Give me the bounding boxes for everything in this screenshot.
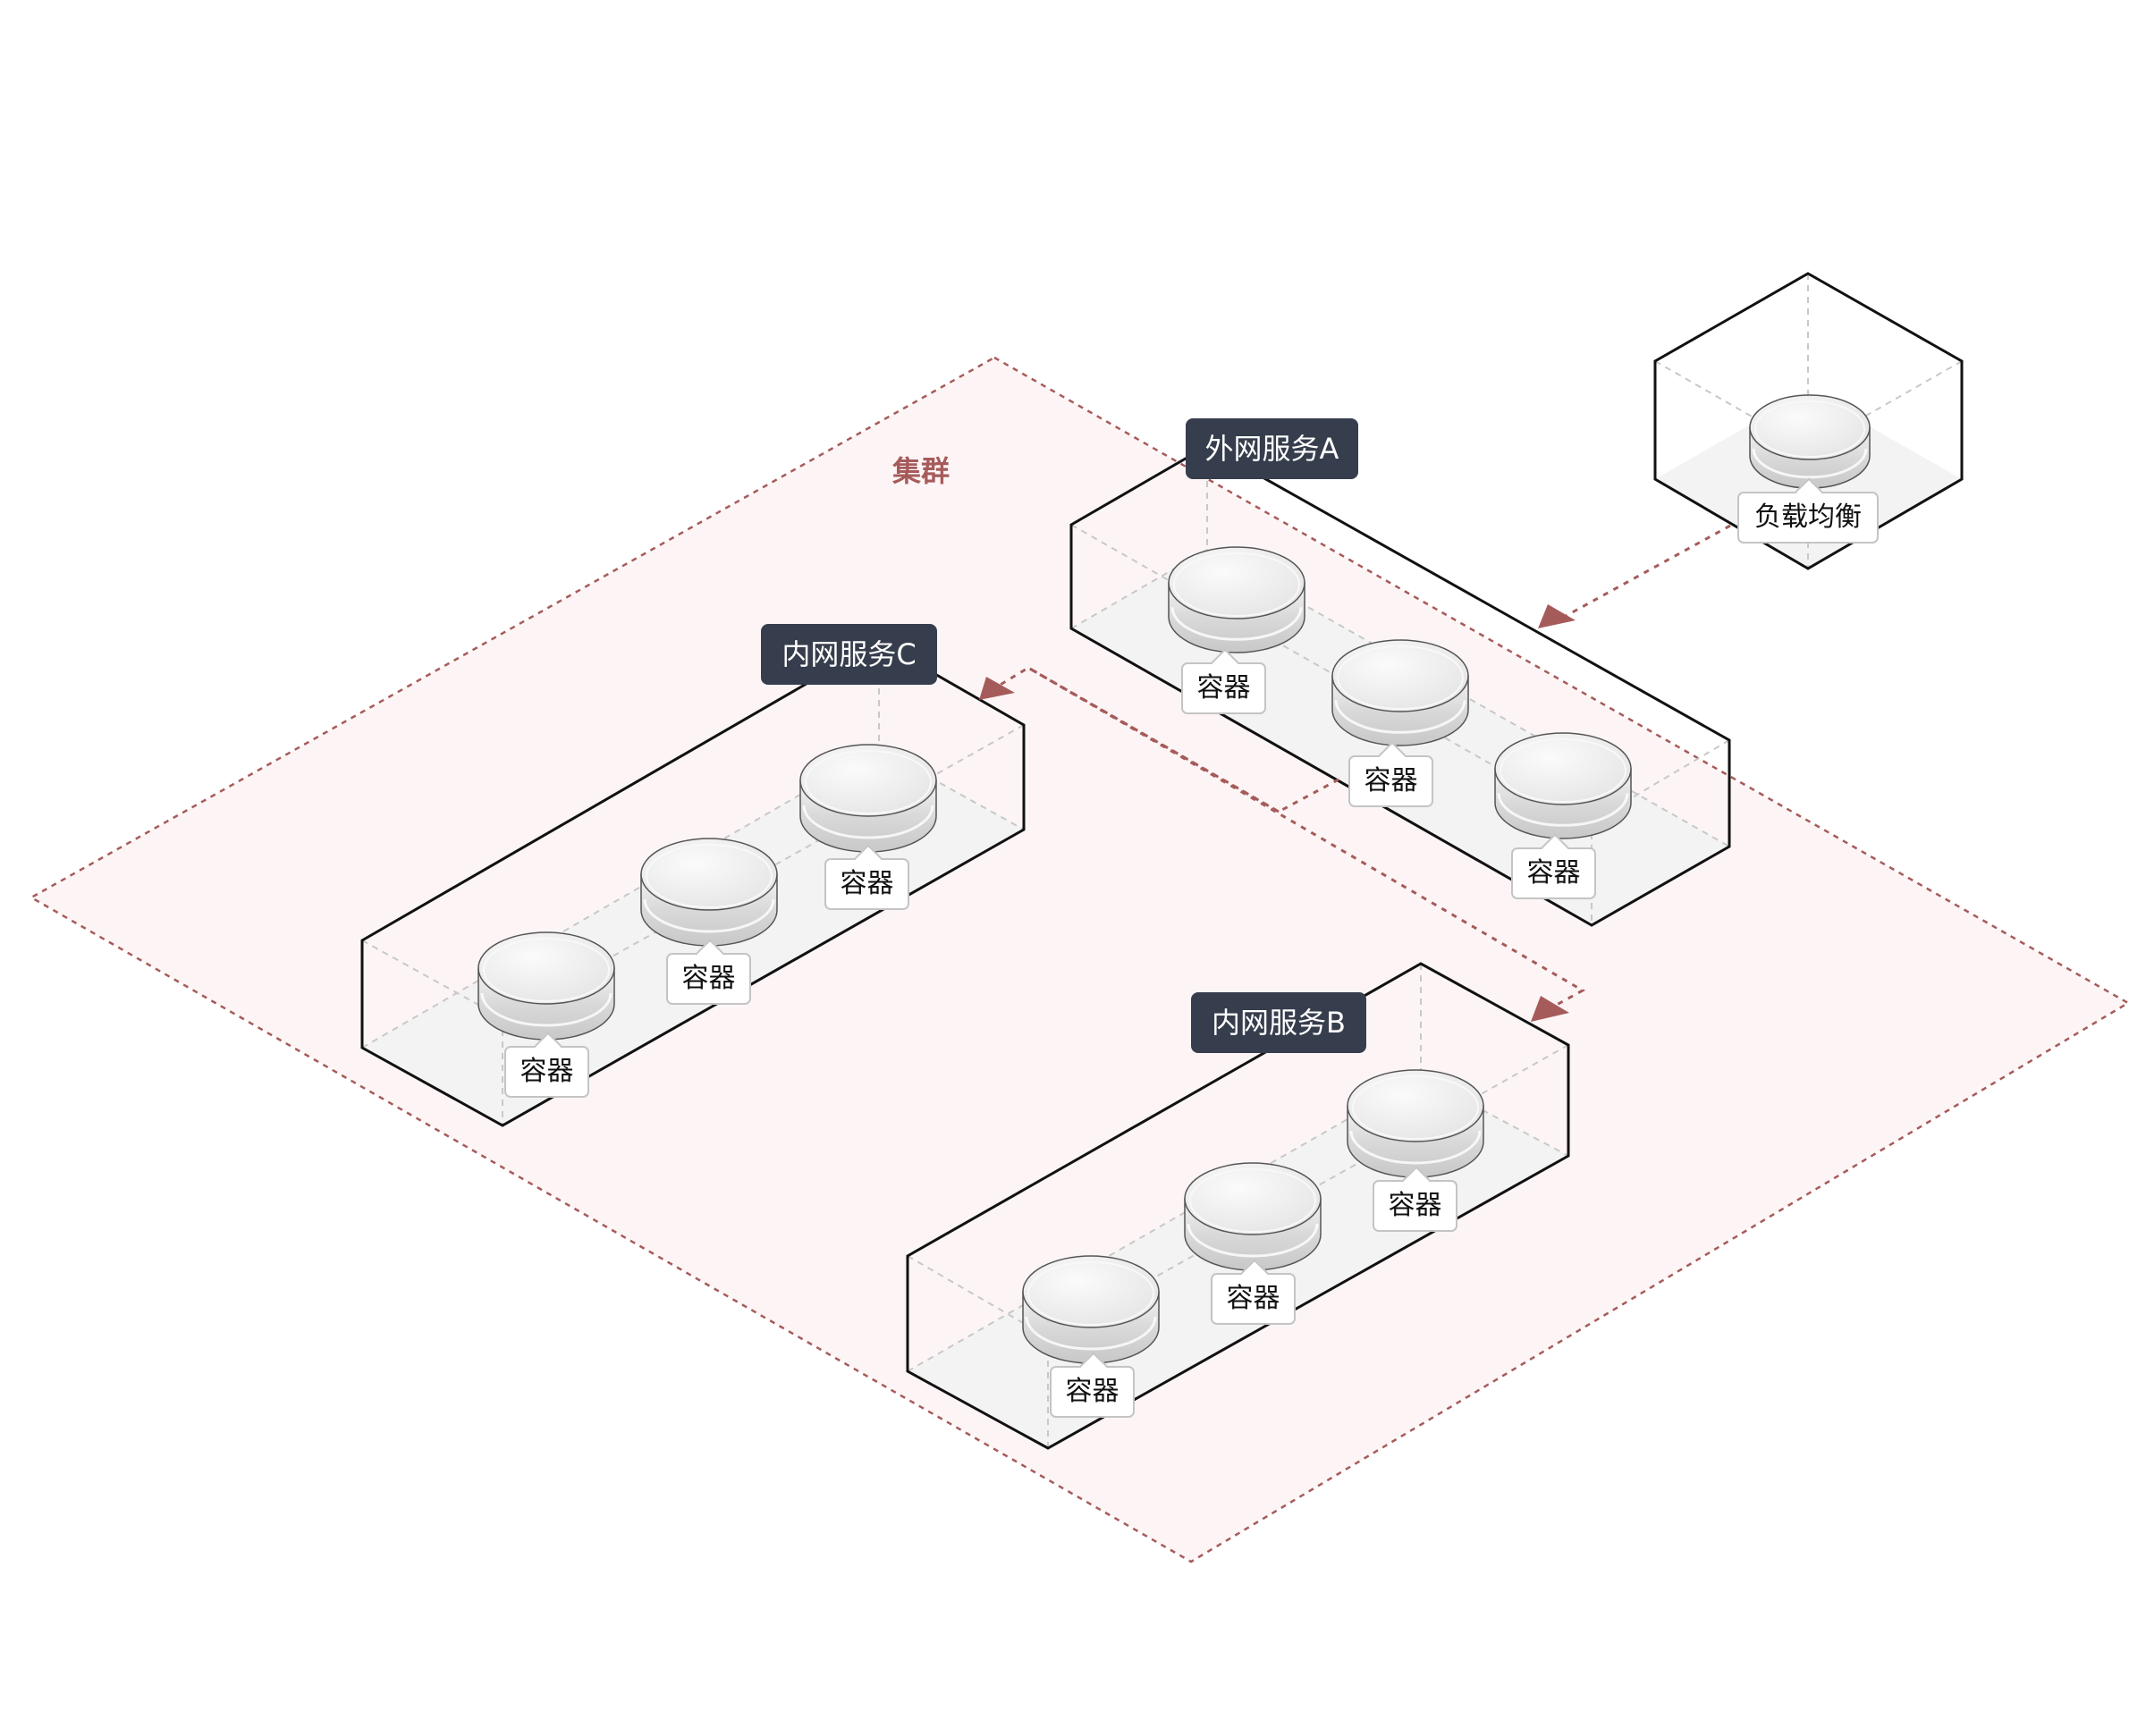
cylinder-highlight bbox=[1334, 700, 1466, 734]
arrowhead-a bbox=[1538, 604, 1576, 628]
cylinder-rim bbox=[1173, 552, 1300, 617]
container-cylinder-b3[interactable] bbox=[1022, 1255, 1160, 1364]
cylinder-top bbox=[1331, 639, 1469, 712]
container-text: 容器 bbox=[520, 1056, 574, 1087]
container-label-b3[interactable]: 容器 bbox=[1050, 1352, 1135, 1418]
container-cylinder-b2[interactable] bbox=[1184, 1162, 1322, 1271]
cylinder-rim bbox=[1337, 645, 1464, 710]
cylinder-rim bbox=[1500, 738, 1626, 803]
cylinder-rim bbox=[646, 844, 773, 908]
load-balancer-text: 负载均衡 bbox=[1754, 501, 1862, 533]
cylinder-highlight bbox=[1187, 1223, 1319, 1258]
cylinder-top bbox=[640, 838, 778, 911]
container-label-b1[interactable]: 容器 bbox=[1373, 1166, 1457, 1232]
cylinder-top bbox=[799, 744, 937, 817]
container-text: 容器 bbox=[840, 868, 894, 899]
cylinder-top bbox=[1494, 732, 1632, 805]
container-text: 容器 bbox=[1196, 672, 1251, 704]
container-label-b2[interactable]: 容器 bbox=[1211, 1259, 1296, 1325]
edge-lb-to-a bbox=[1557, 524, 1731, 622]
cylinder-top bbox=[1184, 1162, 1322, 1235]
cylinder-highlight bbox=[480, 992, 613, 1027]
cluster-region bbox=[29, 356, 2131, 1563]
container-text: 容器 bbox=[1065, 1376, 1119, 1407]
cylinder-highlight bbox=[1497, 793, 1629, 827]
cluster-label: 集群 bbox=[892, 454, 950, 488]
cylinder-rim bbox=[1754, 400, 1865, 458]
load-balancer-cylinder[interactable] bbox=[1749, 394, 1871, 489]
container-cylinder-c2[interactable] bbox=[640, 838, 778, 947]
cylinder-top bbox=[1749, 394, 1871, 460]
container-cylinder-a3[interactable] bbox=[1494, 732, 1632, 839]
container-text: 容器 bbox=[1388, 1190, 1442, 1221]
cylinder-top bbox=[1347, 1069, 1484, 1142]
cylinder-highlight bbox=[802, 805, 934, 839]
cylinder-highlight bbox=[643, 898, 775, 933]
cylinder-highlight bbox=[1752, 448, 1868, 479]
arrowhead-b bbox=[1531, 996, 1569, 1022]
container-cylinder-a2[interactable] bbox=[1331, 639, 1469, 746]
cylinder-highlight bbox=[1349, 1130, 1482, 1165]
cylinder-rim bbox=[483, 938, 610, 1002]
cylinder-rim bbox=[805, 750, 932, 814]
container-text: 容器 bbox=[1364, 765, 1418, 796]
container-label-a3[interactable]: 容器 bbox=[1511, 833, 1596, 899]
container-label-c3[interactable]: 容器 bbox=[504, 1032, 589, 1098]
service-b-label[interactable]: 内网服务B bbox=[1191, 992, 1366, 1053]
container-cylinder-c3[interactable] bbox=[477, 931, 615, 1041]
cylinder-rim bbox=[1352, 1075, 1479, 1140]
cylinder-top bbox=[1022, 1255, 1160, 1328]
cylinder-highlight bbox=[1170, 607, 1303, 641]
cylinder-rim bbox=[1027, 1261, 1154, 1326]
container-text: 容器 bbox=[1526, 857, 1581, 889]
container-label-c1[interactable]: 容器 bbox=[824, 844, 909, 910]
container-cylinder-a1[interactable] bbox=[1168, 546, 1305, 653]
container-text: 容器 bbox=[681, 963, 736, 994]
edge-a-to-b bbox=[1027, 666, 1586, 1012]
cylinder-highlight bbox=[1025, 1316, 1157, 1351]
service-c-label[interactable]: 内网服务C bbox=[761, 624, 937, 685]
container-cylinder-b1[interactable] bbox=[1347, 1069, 1484, 1178]
load-balancer-label[interactable]: 负载均衡 bbox=[1737, 477, 1879, 544]
cylinder-rim bbox=[1189, 1168, 1316, 1233]
service-a-label[interactable]: 外网服务A bbox=[1186, 418, 1358, 479]
cylinder-top bbox=[477, 931, 615, 1005]
arrowhead-c bbox=[979, 677, 1015, 700]
container-cylinder-c1[interactable] bbox=[799, 744, 937, 853]
container-label-c2[interactable]: 容器 bbox=[666, 939, 751, 1005]
container-label-a1[interactable]: 容器 bbox=[1181, 648, 1266, 714]
cylinder-top bbox=[1168, 546, 1305, 619]
container-label-a2[interactable]: 容器 bbox=[1348, 741, 1433, 807]
container-text: 容器 bbox=[1226, 1283, 1280, 1314]
